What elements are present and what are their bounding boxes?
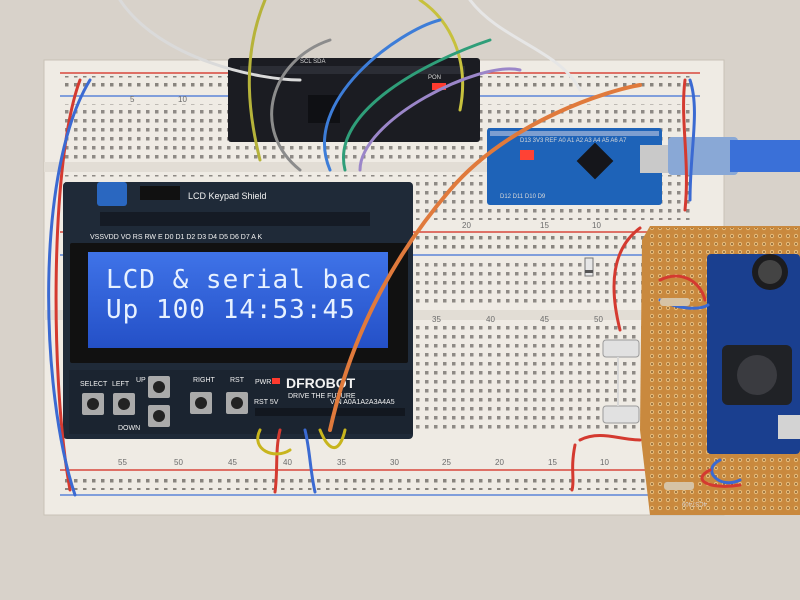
bb-num: 15 bbox=[540, 221, 549, 230]
button-label-rst: RST bbox=[230, 377, 245, 384]
bb-num: 5 bbox=[130, 95, 135, 104]
lcd-pin-header-labels: VSSVDD VO RS RW E D0 D1 D2 D3 D4 D5 D6 D… bbox=[90, 234, 263, 241]
shield-title: LCD Keypad Shield bbox=[188, 191, 267, 201]
usb-cable bbox=[668, 137, 800, 175]
bb-num: 45 bbox=[228, 458, 237, 467]
jumper-wires bbox=[47, 0, 742, 497]
bb-num: 20 bbox=[462, 221, 471, 230]
breadboard-number-labels: 5 10 20 15 10 35 40 45 50 55 50 45 40 35… bbox=[118, 95, 609, 467]
perfboard-label: 4CS7409 bbox=[681, 500, 707, 506]
lcd-screen bbox=[88, 252, 388, 348]
nano-label-bottom: D12 D11 D10 D9 bbox=[500, 194, 546, 200]
bb-num: 10 bbox=[178, 95, 187, 104]
bb-num: 55 bbox=[118, 458, 127, 467]
bb-num: 45 bbox=[540, 315, 549, 324]
pwr-label: PWR bbox=[255, 379, 271, 386]
glass-fuses bbox=[602, 339, 640, 424]
bb-num: 10 bbox=[600, 458, 609, 467]
arduino-nano: D13 3V3 REF A0 A1 A2 A3 A4 A5 A6 A7 D12 … bbox=[487, 128, 670, 205]
usb-serial-label-bottom: PON bbox=[428, 75, 441, 81]
bb-num: 50 bbox=[594, 315, 603, 324]
bb-num: 35 bbox=[337, 458, 346, 467]
perfboard: 4CS7409 bbox=[640, 226, 800, 515]
bb-num: 10 bbox=[592, 221, 601, 230]
bb-num: 30 bbox=[390, 458, 399, 467]
bb-num: 35 bbox=[432, 315, 441, 324]
pwr-led bbox=[272, 378, 280, 384]
nano-label-top: D13 3V3 REF A0 A1 A2 A3 A4 A5 A6 A7 bbox=[520, 138, 627, 144]
button-label-select: SELECT bbox=[80, 381, 108, 388]
nano-led bbox=[520, 150, 534, 160]
bb-num: 40 bbox=[486, 315, 495, 324]
brand-logo: DFROBOT bbox=[286, 375, 356, 391]
button-label-right: RIGHT bbox=[193, 377, 216, 384]
lcd-line-1: LCD & serial bac bbox=[106, 265, 372, 295]
bb-num: 25 bbox=[442, 458, 451, 467]
analog-pin-labels: VIN A0A1A2A3A4A5 bbox=[330, 399, 395, 406]
diode bbox=[584, 257, 594, 277]
bb-num: 15 bbox=[548, 458, 557, 467]
resistors bbox=[660, 298, 694, 490]
contrast-potentiometer bbox=[97, 182, 127, 206]
button-label-left: LEFT bbox=[112, 381, 130, 388]
bb-num: 50 bbox=[174, 458, 183, 467]
button-label-down: DOWN bbox=[118, 425, 140, 432]
bb-num: 40 bbox=[283, 458, 292, 467]
brand-slogan: DRIVE THE FUTURE bbox=[288, 393, 356, 400]
button-label-up: UP bbox=[136, 377, 146, 384]
power-pin-labels: RST 5V bbox=[254, 399, 279, 406]
lcd-line-2: Up 100 14:53:45 bbox=[106, 295, 356, 325]
usb-serial-module: SCL SDA PON bbox=[228, 58, 480, 142]
usb-serial-led bbox=[432, 83, 446, 90]
bb-num: 20 bbox=[495, 458, 504, 467]
lcd-keypad-shield: LCD Keypad Shield VSSVDD VO RS RW E D0 D… bbox=[63, 182, 413, 439]
usb-serial-label-top: SCL SDA bbox=[300, 59, 325, 65]
